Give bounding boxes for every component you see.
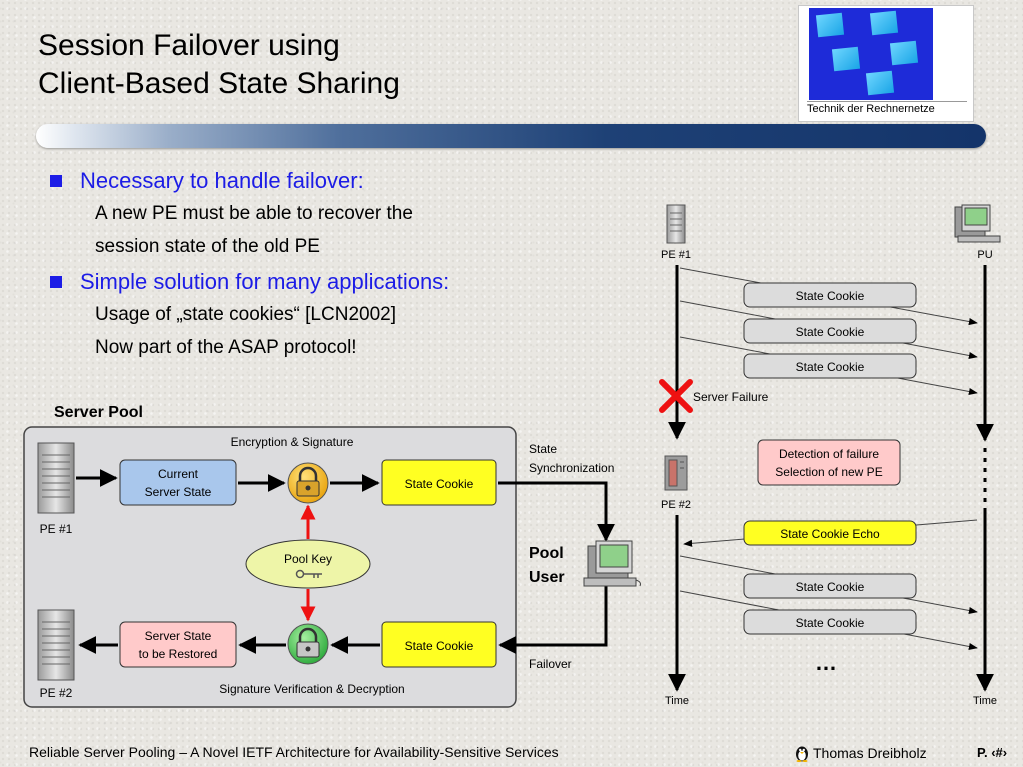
cookie-msg-box-5 (743, 609, 917, 635)
pe2-server-icon (37, 609, 75, 681)
sync-label-line-2: Synchronization (529, 461, 614, 475)
bullet-2: Simple solution for many applications: (50, 269, 610, 295)
footer-page-number: P. ‹#› (977, 745, 1008, 760)
cookie-msg-label-5: State Cookie (796, 616, 865, 630)
cookie-msg-label-3: State Cookie (796, 360, 865, 374)
pool-key-label: Pool Key (284, 552, 332, 566)
failover-label: Failover (529, 657, 572, 671)
sync-label-line-1: State (529, 442, 557, 456)
sequence-diagram: PE #1 PU State Cookie State Cookie State… (659, 204, 1001, 707)
pool-key-ellipse (245, 539, 371, 589)
pe2-label: PE #2 (40, 686, 73, 700)
seq-pu-computer-icon (954, 204, 1001, 243)
state-cookie-label-top: State Cookie (405, 477, 474, 491)
bullet-2-sub-2: Now part of the ASAP protocol! (95, 337, 357, 358)
server-pool-diagram: Server Pool Encryption & Signature Signa… (23, 404, 641, 708)
bullet-list: Necessary to handle failover: A new PE m… (50, 168, 610, 364)
server-failure-label: Server Failure (693, 390, 769, 404)
logo-caption: Technik der Rechnernetze (807, 101, 967, 117)
cookie-msg-box-2 (743, 318, 917, 344)
state-cookie-box-bottom (381, 621, 497, 668)
footer-author: Thomas Dreibholz (794, 744, 927, 762)
cookie-echo-box (743, 520, 917, 546)
pool-user-label-line-2: User (529, 569, 565, 586)
current-state-box (119, 459, 237, 506)
restore-state-box (119, 621, 237, 668)
pool-user-label-line-1: Pool (529, 545, 564, 562)
slide-title: Session Failover using Client-Based Stat… (38, 27, 400, 103)
state-cookie-label-bottom: State Cookie (405, 639, 474, 653)
penguin-icon (796, 746, 808, 762)
cookie-msg-box-1 (743, 282, 917, 308)
current-state-line-2: Server State (145, 485, 212, 499)
seq-pe2-server-icon (664, 455, 688, 491)
server-pool-title: Server Pool (54, 404, 143, 421)
title-line-2: Client-Based State Sharing (38, 67, 400, 100)
detection-line-2: Selection of new PE (775, 465, 882, 479)
unlock-icon (287, 623, 329, 665)
computer-icon (583, 540, 641, 587)
restore-state-line-2: to be Restored (139, 647, 218, 661)
bullet-2-sub-1: Usage of „state cookies“ [LCN2002] (95, 304, 396, 325)
footer-author-name: Thomas Dreibholz (813, 745, 927, 761)
seq-pu-label: PU (977, 249, 992, 261)
flow-arrows (76, 469, 615, 654)
detection-box (757, 439, 901, 486)
seq-pe1-label: PE #1 (661, 249, 691, 261)
cookie-msg-box-4 (743, 573, 917, 599)
failure-x-icon (659, 379, 693, 413)
key-icon (295, 569, 322, 579)
lock-icon (287, 462, 329, 504)
time-label-left: Time (665, 695, 689, 707)
cookie-echo-label: State Cookie Echo (780, 527, 880, 541)
seq-pe1-server-icon (666, 204, 686, 244)
current-state-line-1: Current (158, 467, 199, 481)
logo-squares-graphic (809, 8, 933, 100)
title-line-1: Session Failover using (38, 29, 340, 62)
encryption-label: Encryption & Signature (231, 435, 354, 449)
cookie-msg-label-4: State Cookie (796, 580, 865, 594)
decryption-label: Signature Verification & Decryption (219, 682, 404, 696)
bullet-1: Necessary to handle failover: (50, 168, 610, 194)
ellipsis: … (815, 650, 837, 675)
cookie-msg-label-1: State Cookie (796, 289, 865, 303)
title-banner (36, 124, 986, 148)
cookie-msg-label-2: State Cookie (796, 325, 865, 339)
restore-state-line-1: Server State (145, 629, 212, 643)
bullet-1-sub-2: session state of the old PE (95, 236, 320, 257)
bullet-1-sub-1: A new PE must be able to recover the (95, 203, 413, 224)
detection-line-1: Detection of failure (779, 447, 879, 461)
time-label-right: Time (973, 695, 997, 707)
pe1-server-icon (37, 442, 75, 514)
pe1-label: PE #1 (40, 522, 73, 536)
cookie-msg-box-3 (743, 353, 917, 379)
state-cookie-box-top (381, 459, 497, 506)
seq-pe2-label: PE #2 (661, 499, 691, 511)
institute-logo: Technik der Rechnernetze (798, 5, 974, 122)
footer-title: Reliable Server Pooling – A Novel IETF A… (29, 744, 559, 760)
